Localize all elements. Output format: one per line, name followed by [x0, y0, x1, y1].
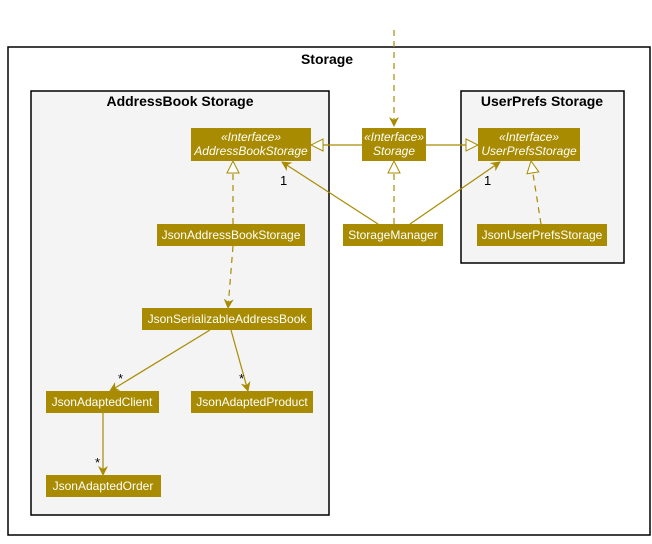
storage-name: Storage [373, 144, 415, 158]
class-addressbookstorage[interactable]: «Interface» AddressBookStorage [191, 128, 311, 161]
addressbookstorage-name: AddressBookStorage [193, 144, 308, 158]
jsonadaptedorder-name: JsonAdaptedOrder [53, 479, 154, 493]
serializable-to-jsonadaptedclient [109, 329, 211, 392]
jsonadaptedproduct-name: JsonAdaptedProduct [196, 395, 308, 409]
class-storagemanager[interactable]: StorageManager [343, 224, 443, 246]
class-jsonadaptedorder[interactable]: JsonAdaptedOrder [46, 475, 161, 497]
class-jsonserializableaddressbook[interactable]: JsonSerializableAddressBook [142, 308, 312, 330]
multiplicity-client-order: * [95, 455, 100, 470]
class-jsonadaptedclient[interactable]: JsonAdaptedClient [46, 391, 159, 413]
jsonuserprefsstorage-name: JsonUserPrefsStorage [482, 228, 603, 242]
class-jsonadaptedproduct[interactable]: JsonAdaptedProduct [191, 391, 313, 413]
class-userprefsstorage[interactable]: «Interface» UserPrefsStorage [478, 128, 580, 161]
storagemanager-to-userprefsstorage [409, 161, 501, 225]
multiplicity-serializable-product: * [239, 371, 244, 386]
multiplicity-manager-userprefs: 1 [484, 173, 491, 188]
serializable-to-jsonadaptedproduct [230, 329, 251, 392]
addressbookstorage-stereotype: «Interface» [221, 130, 281, 144]
jsonadaptedclient-name: JsonAdaptedClient [52, 395, 153, 409]
storage-stereotype: «Interface» [364, 130, 424, 144]
userprefsstorage-stereotype: «Interface» [499, 130, 559, 144]
class-jsonuserprefsstorage[interactable]: JsonUserPrefsStorage [477, 224, 607, 246]
storagemanager-to-addressbookstorage [281, 161, 379, 225]
userprefs-storage-package-title: UserPrefs Storage [481, 93, 603, 109]
class-jsonaddressbookstorage[interactable]: JsonAddressBookStorage [157, 224, 305, 246]
multiplicity-manager-addressbook: 1 [280, 173, 287, 188]
addressbook-storage-package-title: AddressBook Storage [106, 93, 253, 109]
jsonaddressbookstorage-name: JsonAddressBookStorage [162, 228, 301, 242]
addressbook-storage-package: AddressBook Storage [30, 90, 330, 516]
storagemanager-name: StorageManager [348, 228, 437, 242]
storage-package-title: Storage [301, 51, 353, 67]
jsonserializableaddressbook-name: JsonSerializableAddressBook [148, 312, 308, 326]
userprefsstorage-name: UserPrefsStorage [481, 144, 577, 158]
class-storage[interactable]: «Interface» Storage [362, 128, 426, 161]
multiplicity-serializable-client: * [118, 371, 123, 386]
